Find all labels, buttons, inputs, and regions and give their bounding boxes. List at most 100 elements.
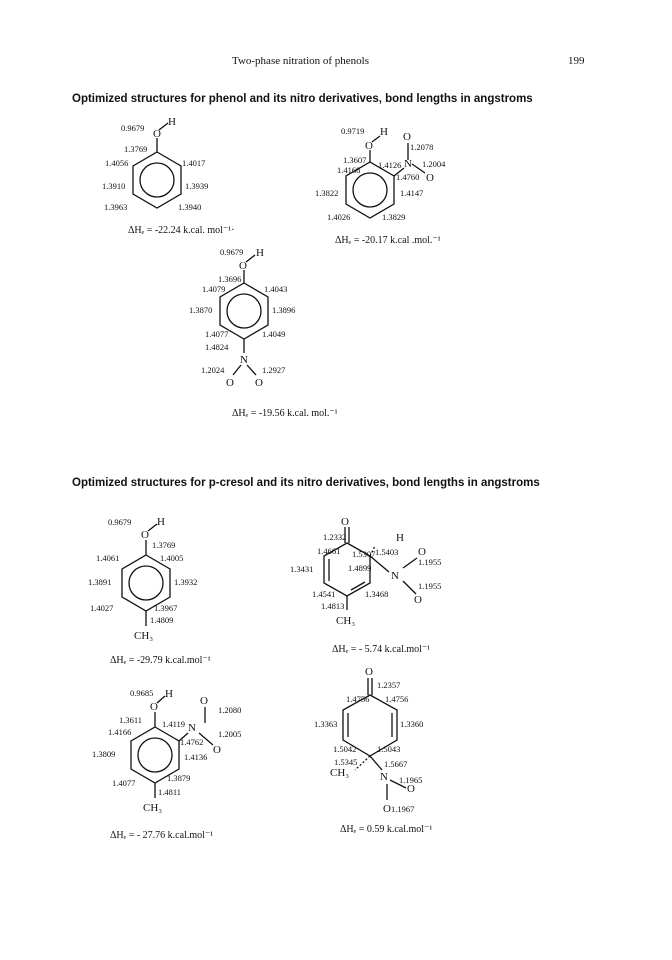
bond-label: 1.3963 xyxy=(104,202,127,212)
heat-of-formation: ΔHₑ = -20.17 k.cal .mol.⁻¹ xyxy=(335,235,441,246)
bond-label: 1.4541 xyxy=(312,589,335,599)
running-title: Two-phase nitration of phenols xyxy=(232,55,370,67)
bond-label: 1.4077 xyxy=(112,778,135,788)
atom-O: O xyxy=(403,131,411,143)
heat-of-formation: ΔHₑ = - 27.76 k.cal.mol⁻¹ xyxy=(110,830,213,841)
bond-label: 1.4017 xyxy=(182,158,205,168)
atom-O: O xyxy=(365,140,373,152)
heat-of-formation: ΔHₑ = -19.56 k.cal. mol.⁻¹ xyxy=(232,408,338,419)
bond-label: 1.2004 xyxy=(422,159,446,169)
bond-label: 1.3932 xyxy=(174,577,197,587)
atom-CH3: CH₃ xyxy=(134,630,153,642)
bond-label: 1.4136 xyxy=(184,752,207,762)
nitro-cresol-structure: O H O N O CH₃ 0.9685 1.2080 1.3611 1.416… xyxy=(92,688,241,841)
bond-label: 1.3879 xyxy=(167,773,190,783)
bond-label: 1.1955 xyxy=(418,557,441,567)
heat-of-formation: ΔHₑ = 0.59 k.cal.mol⁻¹ xyxy=(340,824,432,835)
bond-label: 1.4899 xyxy=(348,563,371,573)
bond-label: 1.4005 xyxy=(160,553,183,563)
atom-N: N xyxy=(188,722,196,734)
heat-of-formation: ΔHₑ = -22.24 k.cal. mol⁻¹· xyxy=(128,225,235,236)
phenol-structure: O H 0.9679 1.3769 1.4056 1.4017 1.3910 1… xyxy=(102,116,235,236)
bond-label: 1.4760 xyxy=(396,172,419,182)
bond-label: 1.4756 xyxy=(385,694,408,704)
p-cresol-structure: O H CH₃ 0.9679 1.3769 1.4061 1.4005 1.38… xyxy=(88,516,211,666)
bond-label: 1.5043 xyxy=(377,744,400,754)
atom-O: O xyxy=(200,695,208,707)
atom-H: H xyxy=(165,688,173,700)
bond-label: 1.5307 xyxy=(352,549,375,559)
atom-N: N xyxy=(380,771,388,783)
atom-O: O xyxy=(426,172,434,184)
bond-label: 0.9685 xyxy=(130,688,153,698)
bond-label: 1.5403 xyxy=(375,547,398,557)
bond-label: 1.3431 xyxy=(290,564,313,574)
atom-O: O xyxy=(150,701,158,713)
bond-label: 1.4168 xyxy=(337,165,360,175)
atom-O: O xyxy=(239,260,247,272)
bond-label: 1.4166 xyxy=(108,727,131,737)
para-cyclohexadienone-structure: O CH₃ N O O 1.2357 1.4756 1.4756 1.3363 … xyxy=(314,666,432,835)
atom-O: O xyxy=(418,546,426,558)
atom-O: O xyxy=(383,803,391,815)
bond-label: 1.4811 xyxy=(158,787,181,797)
bond-label: 1.3940 xyxy=(178,202,201,212)
atom-N: N xyxy=(391,570,399,582)
bond-label: 1.3829 xyxy=(382,212,405,222)
bond-label: 1.3809 xyxy=(92,749,115,759)
bond-label: 1.3896 xyxy=(272,305,295,315)
atom-O: O xyxy=(213,744,221,756)
bond-label: 1.4119 xyxy=(162,719,185,729)
atom-N: N xyxy=(404,158,412,170)
ortho-cyclohexadienone-structure: O H N O O CH₃ 1.2332 1.4661 1.5307 1.540… xyxy=(290,516,441,655)
heat-of-formation: ΔHₑ = - 5.74 k.cal.mol⁻¹ xyxy=(332,644,430,655)
bond-label: 1.5345 xyxy=(334,757,357,767)
bond-label: 1.3891 xyxy=(88,577,111,587)
bond-label: 1.2080 xyxy=(218,705,241,715)
atom-H: H xyxy=(256,247,264,259)
atom-H: H xyxy=(396,532,404,544)
atom-H: H xyxy=(168,116,176,128)
bond-label: 1.2927 xyxy=(262,365,285,375)
bond-label: 1.1965 xyxy=(399,775,422,785)
atom-O: O xyxy=(365,666,373,678)
atom-O: O xyxy=(341,516,349,528)
atom-H: H xyxy=(157,516,165,528)
bond-label: 1.3967 xyxy=(154,603,177,613)
bond-label: 1.4027 xyxy=(90,603,113,613)
bond-label: 1.3611 xyxy=(119,715,142,725)
bond-label: 1.2005 xyxy=(218,729,241,739)
bond-label: 1.4147 xyxy=(400,188,423,198)
bond-label: 1.5667 xyxy=(384,759,407,769)
atom-CH3: CH₃ xyxy=(143,802,162,814)
bond-label: 1.1955 xyxy=(418,581,441,591)
atom-O: O xyxy=(255,377,263,389)
bond-label: 1.2024 xyxy=(201,365,225,375)
bond-label: 1.2357 xyxy=(377,680,400,690)
bond-label: 1.3696 xyxy=(218,274,241,284)
section-heading-cresol: Optimized structures for p-cresol and it… xyxy=(72,477,540,489)
page-number: 199 xyxy=(568,55,585,67)
bond-label: 1.3910 xyxy=(102,181,125,191)
bond-label: 1.1967 xyxy=(391,804,414,814)
atom-N: N xyxy=(240,354,248,366)
bond-label: 1.4762 xyxy=(180,737,203,747)
p-nitrophenol-structure: O H N O O 0.9679 1.3696 1.4079 1.4043 1.… xyxy=(189,247,338,419)
atom-O: O xyxy=(414,594,422,606)
bond-label: 1.3363 xyxy=(314,719,337,729)
atom-CH3: CH₃ xyxy=(336,615,355,627)
atom-O: O xyxy=(407,783,415,795)
bond-label: 1.4661 xyxy=(317,546,340,556)
bond-label: 1.4043 xyxy=(264,284,287,294)
bond-label: 1.3607 xyxy=(343,155,366,165)
bond-label: 1.3939 xyxy=(185,181,208,191)
bond-label: 0.9679 xyxy=(121,123,144,133)
o-nitrophenol-structure: O H O N O 0.9719 1.3607 1.4168 1.4126 1.… xyxy=(315,126,446,246)
bond-label: 1.5042 xyxy=(333,744,356,754)
atom-H: H xyxy=(380,126,388,138)
bond-label: 1.2078 xyxy=(410,142,433,152)
bond-label: 0.9679 xyxy=(108,517,131,527)
bond-label: 1.3468 xyxy=(365,589,388,599)
atom-O: O xyxy=(226,377,234,389)
bond-label: 1.3769 xyxy=(152,540,175,550)
